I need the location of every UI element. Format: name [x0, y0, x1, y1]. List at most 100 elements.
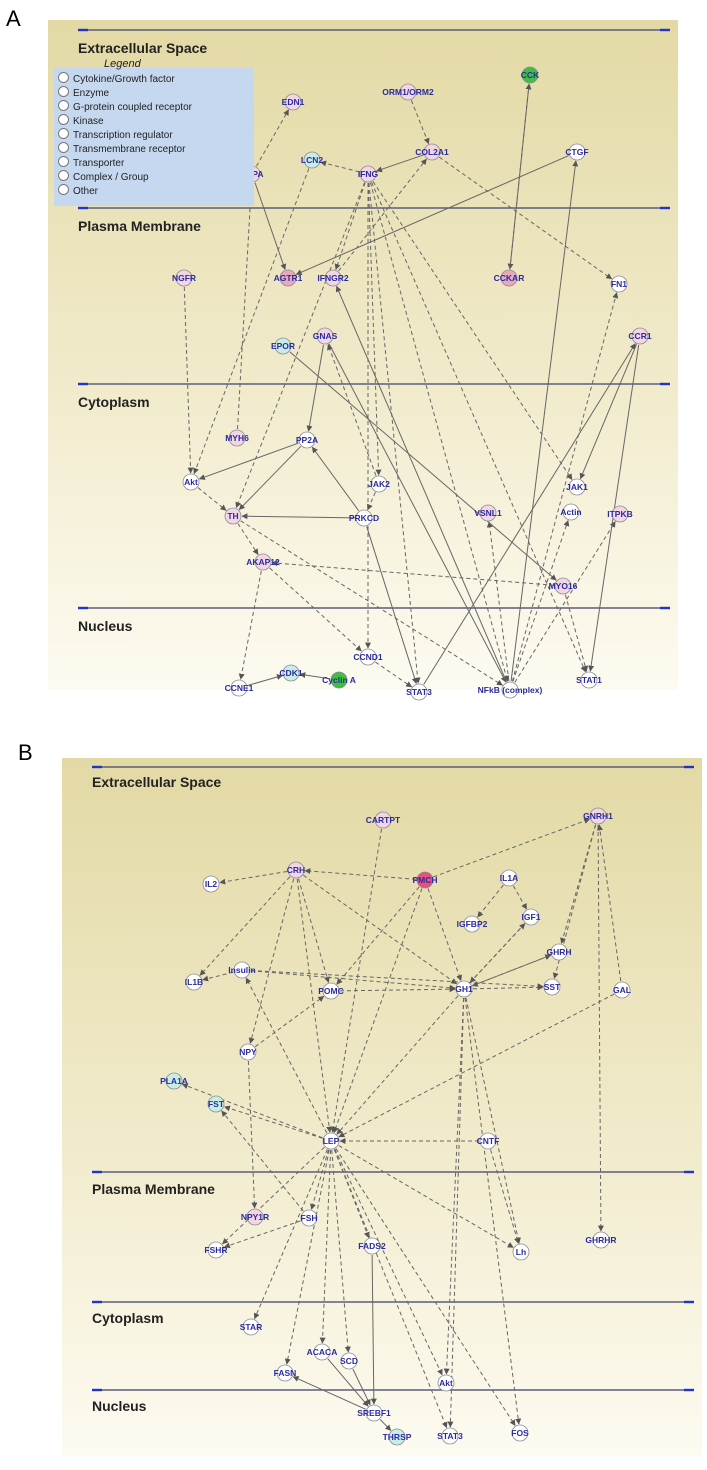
panel-b-node-label-thrsp: THRSP: [383, 1432, 412, 1442]
panel-b-node-label-pomc: POMC: [318, 986, 344, 996]
panel-a-node-ngfr: NGFR: [172, 269, 196, 287]
panel-b-node-label-igf1: IGF1: [522, 912, 541, 922]
panel-b-node-label-gh1: GH1: [455, 984, 473, 994]
panel-a-node-epor: EPOR: [271, 337, 295, 355]
panel-a-node-cckar: CCKAR: [494, 269, 525, 287]
legend-item: Enzyme: [58, 86, 109, 99]
panel-b-node-shape-gal: [613, 981, 631, 999]
panel-b-node-label-fsh: FSH: [301, 1213, 318, 1223]
panel-b-node-stat3: STAT3: [437, 1427, 463, 1445]
panel-a-node-shape-jak1: [568, 478, 586, 496]
panel-b-node-label-npy: NPY: [239, 1047, 257, 1057]
panel-a-node-shape-cdk1: [282, 664, 300, 682]
panel-b-node-label-pla1a: PLA1A: [160, 1076, 188, 1086]
panel-b-edge-cntf-to-lh: [490, 1149, 520, 1244]
panel-a-compartment-label-plasma-membrane: Plasma Membrane: [78, 218, 201, 234]
panel-a-node-label-akap12: AKAP12: [246, 557, 280, 567]
panel-a-edge-jak2-to-prkcd: [367, 492, 376, 511]
panel-b-node-ghrh: GHRH: [546, 943, 572, 961]
panel-b-compartment-label-cytoplasm: Cytoplasm: [92, 1310, 164, 1326]
legend-item: Other: [58, 184, 98, 197]
panel-a-node-ccr1: CCR1: [628, 327, 652, 345]
panel-b-node-label-il1a: IL1A: [500, 873, 518, 883]
panel-b-node-scd: SCD: [340, 1352, 358, 1370]
panel-a-edge-orm1-orm2-to-col2a1: [410, 100, 430, 145]
panel-b-node-shape-lh: [512, 1243, 530, 1261]
panel-a-node-itpkb: ITPKB: [607, 505, 633, 523]
panel-a-node-label-stat3: STAT3: [406, 687, 432, 697]
panel-a-edge-ifng-to-ifngr2: [334, 182, 366, 271]
panel-b-node-igf1: IGF1: [522, 908, 541, 926]
panel-b-node-shape-acaca: [313, 1343, 331, 1361]
panel-a-node-shape-cyclin-a: [330, 671, 348, 689]
panel-a-edge-ifng-to-jak1: [372, 181, 573, 481]
panel-a-edge-ifngr2-to-col2a1: [338, 158, 427, 272]
panel-a-node-shape-col2a1: [423, 143, 441, 161]
panel-a-node-shape-agtr1: [279, 269, 297, 287]
panel-b-node-label-lh: Lh: [516, 1247, 526, 1257]
panel-b-node-acaca: ACACA: [307, 1343, 337, 1361]
panel-b-node-pla1a: PLA1A: [160, 1072, 188, 1090]
panel-a-node-prkcd: PRKCD: [349, 509, 379, 527]
panel-a-edge-nfkb-complex-to-actin: [512, 519, 570, 682]
panel-b-node-il2: IL2: [202, 875, 220, 893]
panel-a-node-shape-ifngr2: [324, 269, 342, 287]
panel-b-node-label-sst: SST: [544, 982, 561, 992]
panel-b-compartment-label-extracellular-space: Extracellular Space: [92, 774, 221, 790]
panel-b-node-shape-igf1: [522, 908, 540, 926]
panel-a-node-ccnd1: CCND1: [353, 648, 383, 666]
panel-b-label: B: [18, 740, 33, 765]
panel-a-node-shape-cck: [521, 66, 539, 84]
panel-a-node-label-cckar: CCKAR: [494, 273, 525, 283]
panel-a-node-label-lcn2: LCN2: [301, 155, 323, 165]
panel-b-edge-fads2-to-srebf1: [370, 1254, 377, 1405]
panel-a-edge-prkcd-to-th: [241, 513, 356, 520]
panel-a-node-edn1: EDN1: [282, 93, 305, 111]
panel-a-node-shape-orm1-orm2: [399, 83, 417, 101]
panel-a-node-label-ifng: IFNG: [358, 169, 379, 179]
panel-b-node-shape-fos: [511, 1424, 529, 1442]
panel-b-edge-lep-to-fst: [223, 1105, 323, 1139]
panel-a-node-nfkb-complex: NFkB (complex): [478, 681, 543, 699]
panel-b-node-sst: SST: [543, 978, 561, 996]
panel-a-edge-prkcd-to-stat3: [366, 526, 418, 684]
panel-a-compartment-label-extracellular-space: Extracellular Space: [78, 40, 207, 56]
panel-b-node-label-akt: Akt: [439, 1378, 453, 1388]
panel-b-node-shape-akt: [437, 1374, 455, 1392]
panel-a-node-akt: Akt: [182, 473, 200, 491]
panel-b-edge-gal-to-gnrh1: [596, 824, 622, 982]
panel-a-node-shape-cckar: [500, 269, 518, 287]
panel-a-edge-cyclin-a-to-cdk1: [299, 672, 331, 680]
panel-a-edge-ccne1-to-cdk1: [247, 674, 283, 686]
panel-a-node-ifng: IFNG: [358, 165, 379, 183]
panel-b-node-pmch: PMCH: [412, 871, 438, 889]
panel-b-node-shape-fsh: [300, 1209, 318, 1227]
panel-a-node-label-cck: CCK: [521, 70, 540, 80]
panel-a-node-label-pp2a: PP2A: [296, 435, 318, 445]
panel-a-node-shape-fn1: [610, 275, 628, 293]
panel-b-node-label-ghrhr: GHRHR: [585, 1235, 616, 1245]
panel-b-node-shape-il1b: [185, 973, 203, 991]
panel-a-node-label-myh6: MYH6: [225, 433, 249, 443]
panel-b-edge-cartpt-to-lep: [330, 828, 383, 1133]
panel-a-edge-lcn2-to-akt: [193, 168, 310, 475]
panel-b-edge-crh-to-il2: [219, 870, 288, 885]
panel-a-node-cyclin-a: Cyclin A: [322, 671, 356, 689]
panel-a-edge-th-to-nfkb-complex: [240, 520, 503, 686]
panel-b-node-shape-cartpt: [374, 811, 392, 829]
panel-b-node-label-star: STAR: [240, 1322, 263, 1332]
panel-b-edge-pmch-to-lep: [333, 888, 423, 1134]
panel-a-node-jak2: JAK2: [368, 475, 390, 493]
panel-b-edge-il1a-to-igf1: [512, 885, 528, 910]
panel-b-node-label-lep: LEP: [323, 1136, 340, 1146]
panel-a-node-label-stat1: STAT1: [576, 675, 602, 685]
panel-a-edge-ccnd1-to-stat3: [375, 661, 413, 688]
panel-a-node-shape-jak2: [370, 475, 388, 493]
panel-b-node-shape-scd: [340, 1352, 358, 1370]
panel-a-edge-ccr1-to-jak1: [579, 344, 637, 480]
panel-b-edge-lep-to-star: [253, 1149, 328, 1320]
panel-a-compartment-label-nucleus: Nucleus: [78, 618, 133, 634]
panel-a-node-label-gnas: GNAS: [313, 331, 338, 341]
panel-a-edge-jak2-to-gnas: [327, 343, 377, 476]
panel-b-node-fshr: FSHR: [204, 1241, 228, 1259]
